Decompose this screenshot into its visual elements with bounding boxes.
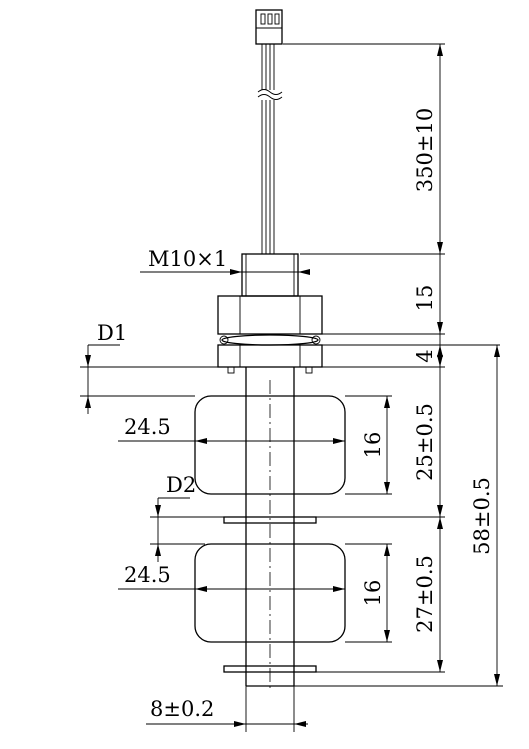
dim-stem-diameter: 8±0.2: [146, 686, 308, 732]
d2-label: D2: [166, 473, 196, 497]
dim-total-length: 58±0.5: [294, 345, 503, 687]
dim-d2: D2: [150, 473, 224, 562]
dim-d1: D1: [80, 321, 228, 414]
dim-float1-diameter: 24.5: [118, 415, 345, 444]
lower-flange: [217, 344, 323, 374]
dim-nut-height: 15: [322, 254, 445, 345]
float1-position-label: 25±0.5: [413, 403, 437, 481]
d1-label: D1: [97, 321, 127, 345]
hex-nut: [217, 295, 323, 335]
float2-diameter-label: 24.5: [124, 563, 171, 587]
float2-position-label: 27±0.5: [413, 555, 437, 633]
thread-spec-label: M10×1: [148, 247, 227, 271]
dim-washer-height: 4: [322, 344, 500, 368]
dim-float2-diameter: 24.5: [118, 563, 345, 592]
dim-thread: M10×1: [140, 247, 310, 275]
float1-diameter-label: 24.5: [124, 415, 171, 439]
lead-wires: [257, 44, 283, 254]
total-length-label: 58±0.5: [470, 477, 494, 555]
dim-float1-position: 25±0.5: [316, 367, 445, 518]
o-ring: [219, 334, 321, 346]
washer-height-label: 4: [413, 349, 437, 362]
dim-float2-position: 27±0.5: [316, 517, 445, 673]
cable-length-label: 350±10: [413, 108, 437, 192]
stop-collar-1: [223, 516, 317, 524]
dim-cable-length: 350±10: [283, 43, 445, 255]
connector: [255, 9, 283, 45]
threaded-fitting: [241, 253, 299, 297]
nut-height-label: 15: [413, 285, 437, 312]
float1-height-label: 16: [361, 432, 385, 459]
dim-float1-height: 16: [345, 395, 392, 495]
stem-diameter-label: 8±0.2: [150, 697, 214, 721]
dim-float2-height: 16: [345, 543, 392, 643]
float2-height-label: 16: [361, 580, 385, 607]
